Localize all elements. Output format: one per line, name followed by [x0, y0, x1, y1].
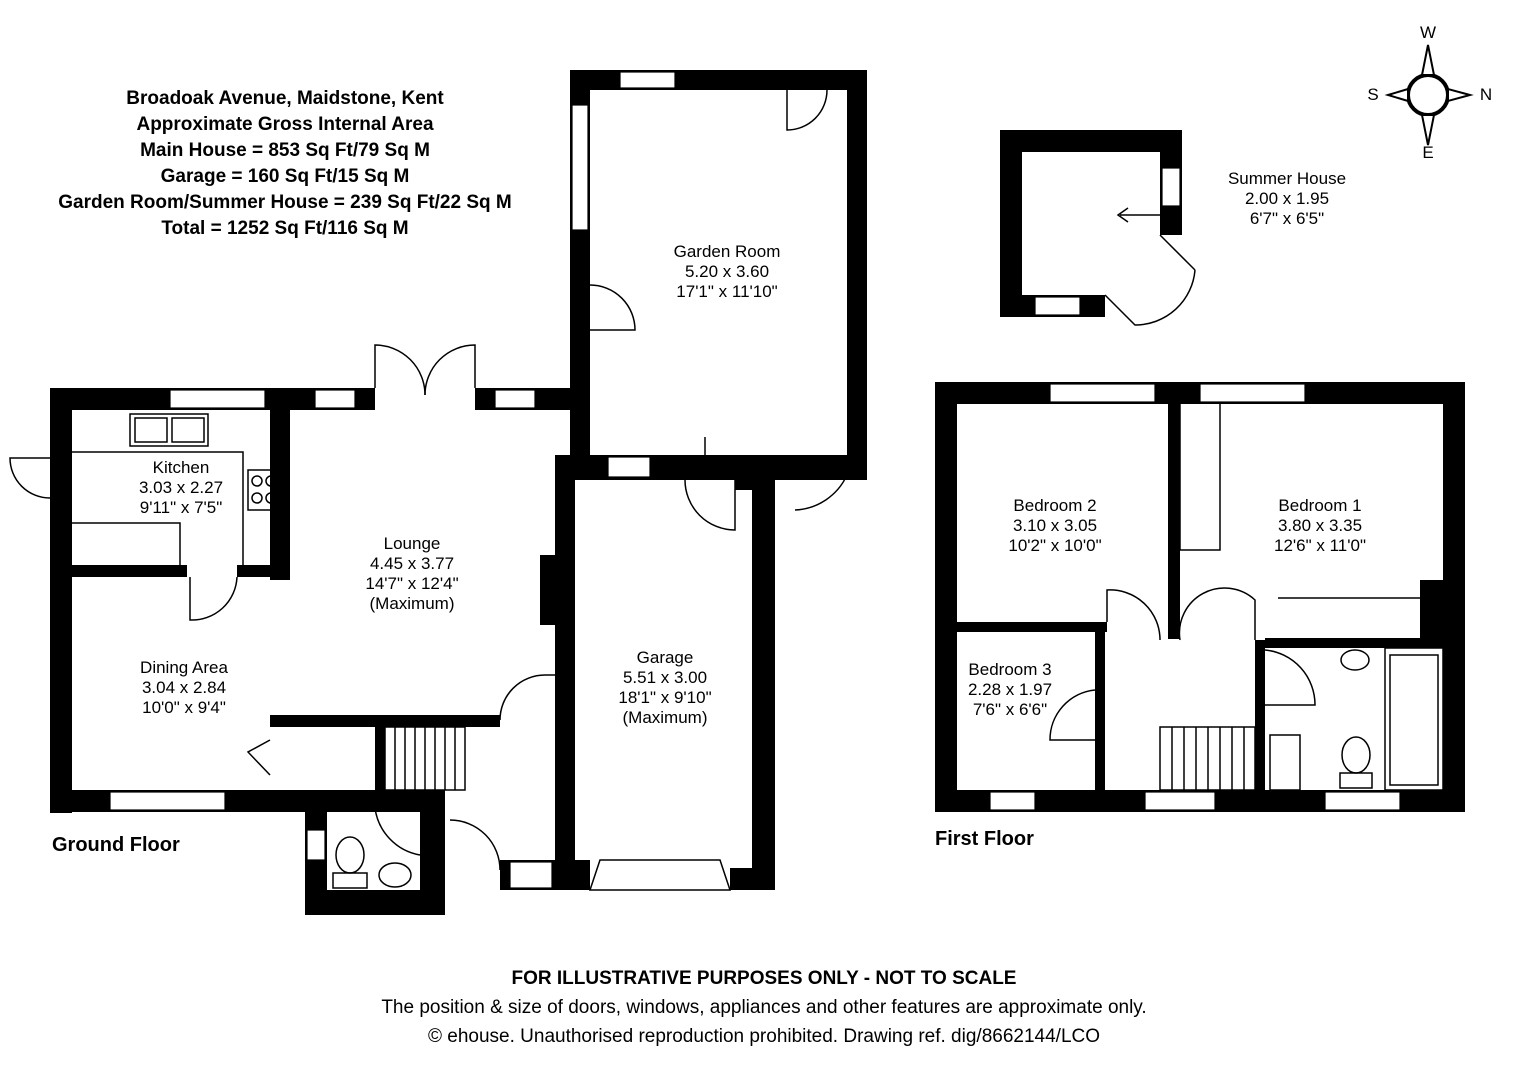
ground-floor-walls [9, 344, 590, 915]
room-label-lounge: Lounge 4.45 x 3.77 14'7" x 12'4" (Maximu… [365, 534, 458, 613]
room-metric: 4.45 x 3.77 [370, 554, 454, 573]
first-floor-walls [935, 382, 1465, 812]
room-name: Lounge [384, 534, 441, 553]
room-label-bedroom2: Bedroom 2 3.10 x 3.05 10'2" x 10'0" [1008, 496, 1101, 555]
room-note: (Maximum) [623, 708, 708, 727]
room-metric: 3.10 x 3.05 [1013, 516, 1097, 535]
room-imperial: 6'7" x 6'5" [1250, 209, 1324, 228]
room-imperial: 14'7" x 12'4" [365, 574, 458, 593]
room-metric: 3.03 x 2.27 [139, 478, 223, 497]
room-metric: 3.80 x 3.35 [1278, 516, 1362, 535]
copyright: © ehouse. Unauthorised reproduction proh… [427, 1026, 1101, 1047]
address: Broadoak Avenue, Maidstone, Kent [126, 88, 444, 109]
garage-walls [540, 437, 775, 891]
compass-icon: W E S N [1367, 23, 1492, 162]
area-total: Total = 1252 Sq Ft/116 Sq M [161, 218, 409, 239]
room-name: Garden Room [674, 242, 781, 261]
room-name: Bedroom 3 [968, 660, 1051, 679]
room-metric: 2.28 x 1.97 [968, 680, 1052, 699]
ground-floor-label: Ground Floor [52, 834, 180, 856]
room-label-summer-house: Summer House 2.00 x 1.95 6'7" x 6'5" [1228, 169, 1346, 228]
room-note: (Maximum) [370, 594, 455, 613]
room-imperial: 10'2" x 10'0" [1008, 536, 1101, 555]
footer-note: The position & size of doors, windows, a… [381, 997, 1147, 1018]
disclaimer: FOR ILLUSTRATIVE PURPOSES ONLY - NOT TO … [511, 968, 1017, 989]
garden-room-walls [555, 70, 867, 531]
room-name: Bedroom 2 [1013, 496, 1096, 515]
area-garage: Garage = 160 Sq Ft/15 Sq M [160, 166, 410, 187]
room-name: Garage [637, 648, 694, 667]
compass-n: N [1480, 85, 1492, 104]
room-metric: 5.20 x 3.60 [685, 262, 769, 281]
room-label-garage: Garage 5.51 x 3.00 18'1" x 9'10" (Maximu… [618, 648, 711, 727]
room-metric: 2.00 x 1.95 [1245, 189, 1329, 208]
room-name: Bedroom 1 [1278, 496, 1361, 515]
first-floor-label: First Floor [935, 828, 1034, 850]
area-title: Approximate Gross Internal Area [136, 114, 434, 135]
room-label-bedroom1: Bedroom 1 3.80 x 3.35 12'6" x 11'0" [1274, 496, 1366, 555]
room-name: Summer House [1228, 169, 1346, 188]
compass-e: E [1422, 143, 1433, 162]
room-metric: 5.51 x 3.00 [623, 668, 707, 687]
compass-w: W [1420, 23, 1436, 42]
room-label-kitchen: Kitchen 3.03 x 2.27 9'11" x 7'5" [139, 458, 223, 517]
header-block: Broadoak Avenue, Maidstone, Kent Approxi… [20, 86, 550, 242]
room-label-dining: Dining Area 3.04 x 2.84 10'0" x 9'4" [140, 658, 228, 717]
room-imperial: 10'0" x 9'4" [142, 698, 226, 717]
room-name: Dining Area [140, 658, 228, 677]
room-imperial: 7'6" x 6'6" [973, 700, 1047, 719]
room-imperial: 12'6" x 11'0" [1274, 536, 1366, 555]
room-imperial: 9'11" x 7'5" [140, 498, 223, 517]
room-imperial: 17'1" x 11'10" [676, 282, 777, 301]
summer-house-walls [1000, 130, 1196, 326]
room-label-garden-room: Garden Room 5.20 x 3.60 17'1" x 11'10" [674, 242, 781, 301]
room-imperial: 18'1" x 9'10" [618, 688, 711, 707]
room-label-bedroom3: Bedroom 3 2.28 x 1.97 7'6" x 6'6" [968, 660, 1052, 719]
compass-s: S [1367, 85, 1378, 104]
area-garden-room: Garden Room/Summer House = 239 Sq Ft/22 … [58, 192, 512, 213]
room-metric: 3.04 x 2.84 [142, 678, 226, 697]
footer: FOR ILLUSTRATIVE PURPOSES ONLY - NOT TO … [0, 965, 1528, 1051]
room-name: Kitchen [153, 458, 210, 477]
area-main-house: Main House = 853 Sq Ft/79 Sq M [140, 140, 430, 161]
